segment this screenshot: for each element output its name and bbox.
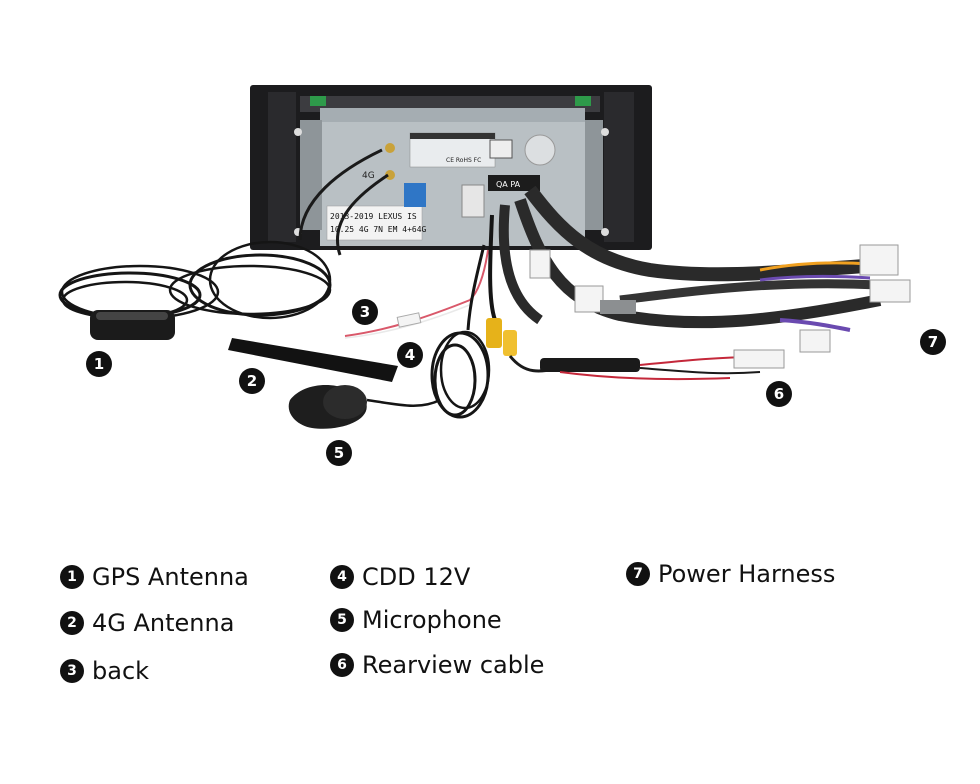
callout-5: 5 [326, 440, 352, 466]
legend-number: 2 [60, 611, 84, 635]
power-harness [498, 185, 911, 353]
callout-2: 2 [239, 368, 265, 394]
legend-number: 5 [330, 608, 354, 632]
legend-label: 4G Antenna [92, 609, 235, 637]
port-label-qa: QA PA [496, 180, 521, 189]
legend-number: 6 [330, 653, 354, 677]
back-wire [344, 249, 489, 339]
callout-3: 3 [352, 299, 378, 325]
legend-number: 3 [60, 659, 84, 683]
port-label-4g: 4G [362, 171, 375, 181]
legend-item-4g-antenna: 2 4G Antenna [60, 609, 234, 637]
product-photo: 2013-2019 LEXUS IS 10.25 4G 7N EM 4+64G … [58, 85, 911, 429]
callout-6: 6 [766, 381, 792, 407]
rearview-cable [486, 214, 785, 381]
legend-item-rearview-cable: 6 Rearview cable [330, 651, 544, 679]
head-unit: 2013-2019 LEXUS IS 10.25 4G 7N EM 4+64G … [250, 85, 652, 250]
cert-marks: CE RoHS FC [446, 157, 481, 164]
legend-label: back [92, 657, 150, 685]
sticker-line-2: 10.25 4G 7N EM 4+64G [330, 225, 427, 234]
legend-label: GPS Antenna [92, 563, 249, 591]
legend-label: Rearview cable [362, 651, 545, 679]
legend-item-power-harness: 7 Power Harness [626, 560, 835, 588]
legend-number: 4 [330, 565, 354, 589]
callout-4: 4 [397, 342, 423, 368]
4g-antenna [168, 240, 398, 382]
legend-item-microphone: 5 Microphone [330, 606, 502, 634]
legend-label: CDD 12V [362, 563, 471, 591]
callout-1: 1 [86, 351, 112, 377]
callout-7: 7 [920, 329, 946, 355]
gps-antenna [58, 264, 220, 340]
legend-label: Power Harness [658, 560, 836, 588]
mic-cable-coil [430, 244, 491, 419]
legend-number: 1 [60, 565, 84, 589]
sticker-line-1: 2013-2019 LEXUS IS [330, 212, 417, 221]
microphone [288, 385, 441, 429]
legend-item-gps-antenna: 1 GPS Antenna [60, 563, 249, 591]
legend-item-cdd-12v: 4 CDD 12V [330, 563, 470, 591]
legend-item-back: 3 back [60, 657, 149, 685]
legend-number: 7 [626, 562, 650, 586]
legend-label: Microphone [362, 606, 502, 634]
